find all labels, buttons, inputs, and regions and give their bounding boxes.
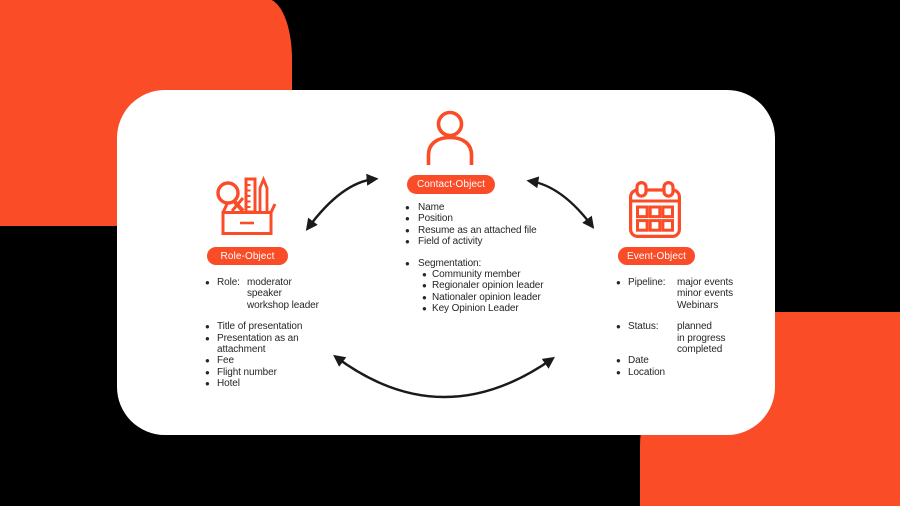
bullet-dot: ●	[422, 281, 427, 291]
list-item: ● Resume as an attached file	[405, 225, 543, 236]
list-item: ● Date	[616, 355, 733, 366]
list-item-value: speaker	[247, 288, 282, 300]
list-item-value: major events	[677, 277, 734, 288]
sub-list-item: ● Regionaler opinion leader	[422, 280, 544, 292]
list-item-value: minor events	[677, 288, 734, 300]
list-item-text: Fee	[217, 355, 234, 367]
bullet-dot: ●	[405, 237, 410, 247]
list-item-value: Webinars	[677, 299, 719, 311]
bullet-dot: ●	[205, 356, 210, 366]
bullet-dot: ●	[616, 367, 621, 377]
list-item-value: planned	[677, 321, 712, 333]
bullet-dot: ●	[205, 379, 210, 389]
list-item: ● Fee	[205, 355, 319, 366]
bullet-dot: ●	[205, 367, 210, 377]
list-item-value: workshop leader	[247, 299, 319, 311]
list-item-text: Community member	[432, 269, 521, 281]
bullet-dot: ●	[405, 258, 410, 268]
list-item-text: Location	[628, 366, 666, 378]
list-item: ● Name	[405, 202, 543, 213]
toolbox-icon	[216, 176, 277, 235]
list-item: ● Location	[616, 367, 733, 378]
list-item-text: Position	[418, 213, 453, 225]
list-item: ● Segmentation:	[405, 258, 543, 269]
list-item: ● Hotel	[205, 378, 319, 389]
calendar-icon	[629, 181, 681, 238]
list-item: ● Field of activity	[405, 236, 543, 247]
bullet-dot: ●	[205, 278, 210, 287]
list-item-text: Resume as an attached file	[418, 224, 537, 236]
list-item-text: Nationaler opinion leader	[432, 291, 541, 303]
list-item: ● Position	[405, 213, 543, 224]
list-item-text: Title of presentation	[217, 321, 303, 333]
bullet-dot: ●	[205, 333, 210, 343]
bullet-dot: ●	[422, 270, 427, 280]
list-item-value: moderator	[247, 277, 292, 288]
list-item-label: Pipeline:	[628, 277, 666, 288]
contact-object-list: ● Name ● Position ● Resume as an attached fil…	[405, 202, 544, 315]
list-item-text: Hotel	[217, 378, 240, 390]
list-item-label: Role:	[217, 277, 240, 288]
list-item-text: Presentation as an attachment	[217, 332, 299, 356]
list-item-text: Flight number	[217, 366, 277, 378]
bullet-dot: ●	[405, 203, 410, 212]
list-item-text: Key Opinion Leader	[432, 303, 519, 315]
list-item-label: Status:	[628, 321, 659, 333]
event-object-badge: Event-Object	[618, 247, 695, 265]
bullet-dot: ●	[616, 278, 621, 287]
bullet-dot: ●	[405, 214, 410, 224]
sub-list-item: ● Key Opinion Leader	[422, 303, 543, 314]
list-item-text: Field of activity	[418, 236, 483, 248]
list-item-text: Segmentation:	[418, 257, 482, 269]
list-item: ● Title of presentation	[205, 321, 319, 332]
role-object-badge: Role-Object	[207, 247, 288, 265]
person-icon	[426, 110, 474, 165]
list-item: ● Flight number	[205, 367, 319, 378]
list-item-value: in progress	[677, 332, 726, 344]
bullet-dot: ●	[405, 225, 410, 235]
bullet-dot: ●	[422, 292, 427, 302]
list-item: ● Presentation as an attachment	[205, 333, 319, 356]
list-item-text: Name	[418, 202, 445, 213]
sub-list-item: ● Community member	[422, 269, 543, 280]
bullet-dot: ●	[616, 356, 621, 366]
bullet-dot: ●	[616, 322, 621, 332]
bullet-dot: ●	[205, 322, 210, 332]
list-item-text: Date	[628, 355, 649, 367]
list-item-value: completed	[677, 344, 723, 356]
contact-object-badge: Contact-Object	[407, 175, 495, 194]
list-item-text: Regionaler opinion leader	[432, 280, 544, 292]
sub-list-item: ● Nationaler opinion leader	[422, 292, 543, 303]
sub-list: ● Community member ● Regionaler opinion lea…	[422, 269, 544, 315]
bullet-dot: ●	[422, 304, 427, 314]
